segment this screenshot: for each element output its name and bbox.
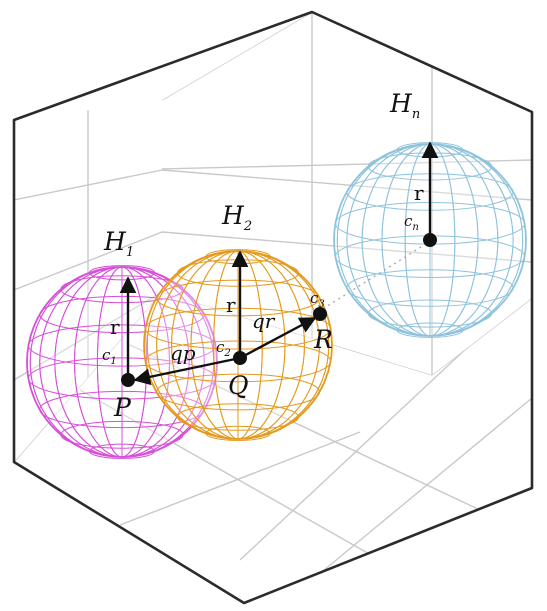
- label-q: Q: [228, 371, 249, 400]
- sphere-h1-latitude-6: [60, 275, 184, 304]
- center-label-c1: c1: [102, 346, 117, 367]
- point-r-dot: [313, 307, 327, 321]
- center-label-c2: c2: [216, 338, 231, 359]
- sphere-h2-latitude-2: [156, 373, 320, 411]
- vector-qp-arrow: [133, 356, 241, 386]
- label-r: R: [313, 325, 333, 354]
- sphere-h2: [143, 249, 333, 441]
- center-label-cn: cn: [404, 212, 419, 233]
- center-cn-dot: [423, 233, 437, 247]
- label-h2: H2: [221, 201, 252, 234]
- sphere-hn-latitude-1: [367, 299, 493, 328]
- sphere-h2-latitude-5: [156, 279, 320, 317]
- label-p: P: [113, 393, 132, 422]
- radius-label-hn: r: [414, 181, 424, 205]
- sphere-h2-latitude-4: [144, 307, 332, 350]
- cube-frame: [12, 10, 534, 605]
- radius-label-h2: r: [226, 293, 236, 317]
- sphere-h2-latitude-1: [177, 403, 299, 431]
- sphere-h1-latitude-4: [27, 324, 217, 367]
- point-p-dot: [121, 373, 135, 387]
- sphere-h1-latitude-1: [60, 420, 184, 449]
- sphere-hn-latitude-2: [346, 269, 514, 307]
- label-vector-qp: qp: [170, 341, 196, 365]
- label-vector-qr: qr: [252, 309, 276, 333]
- label-h1: H1: [103, 227, 134, 260]
- sphere-h2-latitude-3: [144, 340, 332, 383]
- center-label-c3: c3: [310, 289, 325, 310]
- radius-label-h1: r: [110, 315, 120, 339]
- dotted-guide-line: [317, 239, 433, 313]
- vector-qr-arrow: [239, 316, 317, 360]
- point-q-dot: [233, 351, 247, 365]
- label-hn: Hn: [389, 89, 420, 122]
